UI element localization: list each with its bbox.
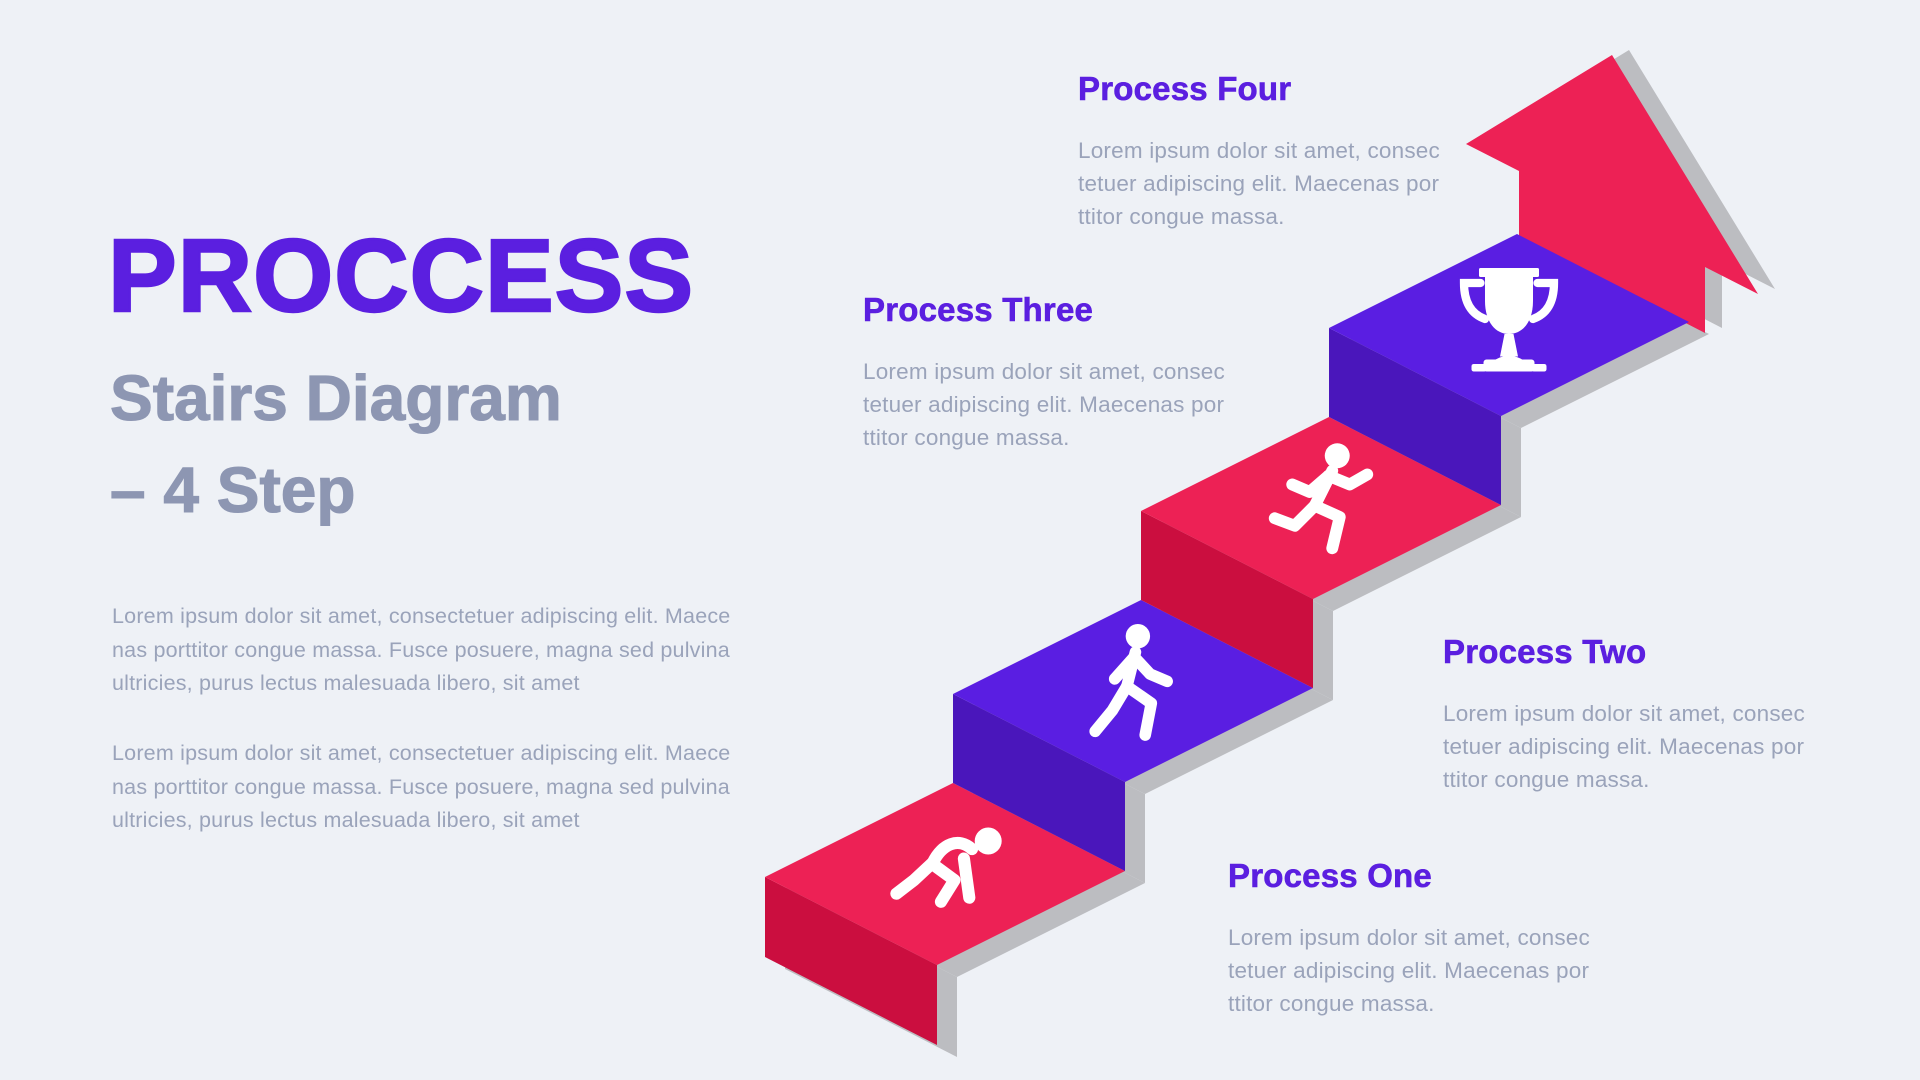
text-line: Lorem ipsum dolor sit amet, consec	[863, 359, 1225, 384]
process-one-heading: Process One	[1228, 857, 1432, 895]
process-one-description: Lorem ipsum dolor sit amet, consec tetuer…	[1228, 921, 1590, 1020]
text-line: – 4 Step	[109, 453, 356, 526]
step-one-side-face	[765, 877, 937, 1045]
process-one-block: Process One Lorem ipsum dolor sit amet, …	[1228, 857, 1590, 1020]
trophy-icon	[1459, 268, 1559, 372]
text-line: nas porttitor congue massa. Fusce posuer…	[112, 637, 730, 662]
text-line: Lorem ipsum dolor sit amet, consec	[1228, 925, 1590, 950]
text-line: Lorem ipsum dolor sit amet, consec	[1443, 701, 1805, 726]
process-three-block: Process Three Lorem ipsum dolor sit amet…	[863, 291, 1225, 454]
text-line: tetuer adipiscing elit. Maecenas por	[1078, 171, 1440, 196]
text-line: ttitor congue massa.	[1078, 204, 1285, 229]
step-two	[953, 600, 1313, 871]
process-two-block: Process Two Lorem ipsum dolor sit amet, …	[1443, 633, 1805, 796]
growth-arrow	[1466, 55, 1758, 333]
running-icon	[1268, 443, 1374, 555]
text-line: tetuer adipiscing elit. Maecenas por	[1228, 958, 1590, 983]
process-three-heading: Process Three	[863, 291, 1094, 329]
process-two-heading: Process Two	[1443, 633, 1647, 671]
text-line: ttitor congue massa.	[1443, 767, 1650, 792]
step-four	[1329, 234, 1689, 505]
text-line: Stairs Diagram	[109, 361, 562, 434]
process-four-heading: Process Four	[1078, 70, 1292, 108]
process-two-description: Lorem ipsum dolor sit amet, consec tetuer…	[1443, 697, 1805, 796]
sprinter-icon	[890, 827, 1002, 908]
text-line: Lorem ipsum dolor sit amet, consectetuer…	[112, 741, 731, 765]
text-line: ultricies, purus lectus malesuada libero…	[112, 671, 580, 695]
text-line: Lorem ipsum dolor sit amet, consec	[1078, 138, 1440, 163]
step-three	[1141, 417, 1501, 688]
text-line: ultricies, purus lectus malesuada libero…	[112, 808, 580, 832]
page-subtitle: Stairs Diagram – 4 Step	[109, 352, 562, 536]
text-line: tetuer adipiscing elit. Maecenas por	[1443, 734, 1805, 759]
text-line: tetuer adipiscing elit. Maecenas por	[863, 392, 1225, 417]
step-one	[765, 783, 1125, 1045]
text-line: Lorem ipsum dolor sit amet, consectetuer…	[112, 604, 731, 628]
intro-paragraph-2: Lorem ipsum dolor sit amet, consectetuer…	[112, 737, 730, 838]
page-title: PROCCESS	[107, 218, 695, 333]
text-line: nas porttitor congue massa. Fusce posuer…	[112, 774, 730, 799]
text-line: ttitor congue massa.	[863, 425, 1070, 450]
process-three-description: Lorem ipsum dolor sit amet, consec tetuer…	[863, 355, 1225, 454]
step-four-side-face	[1329, 328, 1501, 505]
process-four-block: Process Four Lorem ipsum dolor sit amet,…	[1078, 70, 1440, 233]
text-line: ttitor congue massa.	[1228, 991, 1435, 1016]
step-three-side-face	[1141, 511, 1313, 688]
intro-paragraph-1: Lorem ipsum dolor sit amet, consectetuer…	[112, 600, 730, 701]
step-two-side-face	[953, 694, 1125, 871]
process-four-description: Lorem ipsum dolor sit amet, consec tetuer…	[1078, 134, 1440, 233]
walking-icon	[1089, 624, 1173, 741]
